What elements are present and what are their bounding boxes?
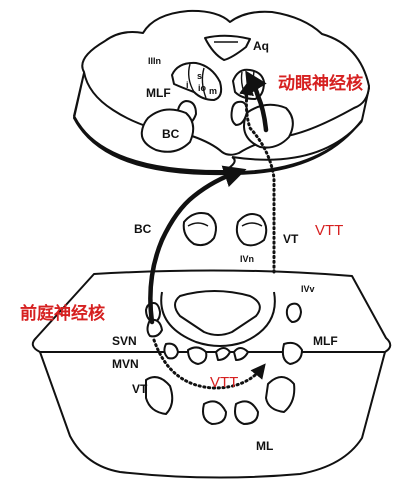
bc-middle-right [235, 213, 268, 247]
bc-middle-left [182, 212, 217, 247]
upper-oculomotor-arrow [245, 70, 269, 133]
label-vt-lower: VT [132, 382, 148, 396]
abducens-left [187, 346, 208, 365]
lower-pons-section [31, 269, 392, 479]
vt-lower-right [265, 376, 296, 413]
fourth-ventricle-rim [160, 291, 276, 347]
label-i: i [186, 80, 189, 90]
label-aq: Aq [253, 39, 269, 53]
label-vt-middle: VT [283, 232, 299, 246]
medial-lemniscus-right [234, 400, 259, 425]
label-svn: SVN [112, 334, 137, 348]
label-mvn: MVN [112, 357, 139, 371]
middle-section [182, 212, 268, 247]
fourth-ventricle [174, 290, 261, 336]
label-s: s [197, 71, 202, 81]
upper-slab-front-edge [73, 116, 363, 173]
label-io: io [198, 83, 207, 93]
upper-midbrain-section [73, 9, 370, 176]
vt-dotted-pathway [239, 80, 276, 274]
annotation-vtt-lower: VTT [210, 374, 238, 391]
label-mlf-lower: MLF [313, 334, 338, 348]
medial-lemniscus-left [202, 400, 227, 425]
label-ivn: IVn [240, 254, 254, 264]
bc-middle-left-inner [187, 222, 209, 227]
labels: Aq IIIn s i io m MLF BC BC VT IVn IVv SV… [112, 39, 338, 453]
bc-pathway [148, 165, 247, 325]
bc-middle-right-inner [241, 222, 263, 227]
abducens-right [281, 341, 303, 365]
label-mlf-upper: MLF [146, 86, 171, 100]
pathways [148, 70, 276, 390]
label-m: m [209, 86, 217, 96]
oculomotor-nuclei-left [171, 61, 223, 101]
label-ivv: IVv [301, 284, 315, 294]
annotation-oculomotor-nucleus: 动眼神经核 [278, 73, 363, 94]
label-ml: ML [256, 439, 273, 453]
bc-upper-left [140, 108, 195, 153]
svn-nucleus [146, 318, 163, 338]
annotations: 动眼神经核 VTT 前庭神经核 VTT [20, 73, 363, 391]
label-iiin: IIIn [148, 56, 161, 66]
annotation-vestibular-nucleus: 前庭神经核 [20, 303, 105, 324]
midline-nuclei [215, 347, 249, 361]
label-bc-upper: BC [162, 127, 180, 141]
annotation-vtt-upper: VTT [315, 222, 343, 239]
bc-upper-right [243, 103, 294, 149]
oculomotor-nuclei-left-divisions [187, 63, 207, 99]
mvn-nucleus [163, 342, 179, 360]
label-bc-middle: BC [134, 222, 152, 236]
vtt-dotted-pathway [152, 338, 266, 390]
vt-lower-left [145, 376, 174, 415]
mlf-lower-right [285, 302, 302, 323]
